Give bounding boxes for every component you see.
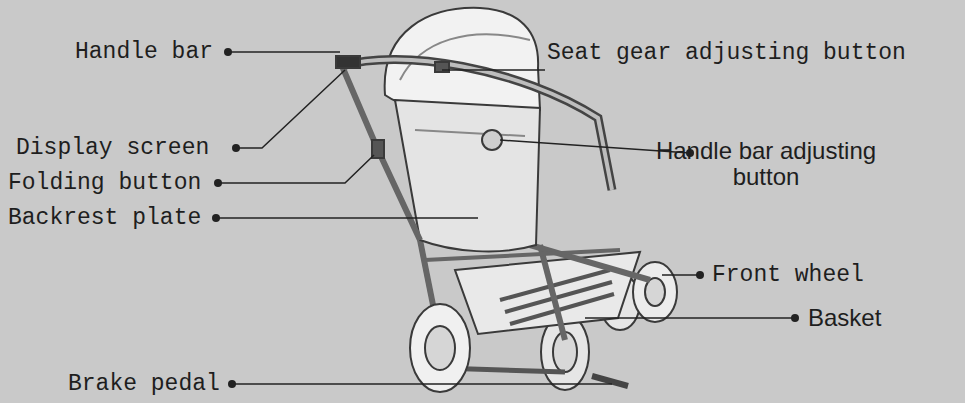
part-label: Front wheel [712,262,864,288]
leader-dots [212,48,799,388]
part-label: Folding button [8,170,201,196]
part-label: Seat gear adjusting button [547,40,906,66]
leader-lines [216,52,795,384]
part-label: Handle bar [75,39,213,65]
part-label: Brake pedal [68,371,220,397]
part-label: Basket [808,305,881,331]
part-label: Handle bar adjusting button [638,138,894,190]
part-label: Backrest plate [8,205,201,231]
part-label: Display screen [16,135,209,161]
